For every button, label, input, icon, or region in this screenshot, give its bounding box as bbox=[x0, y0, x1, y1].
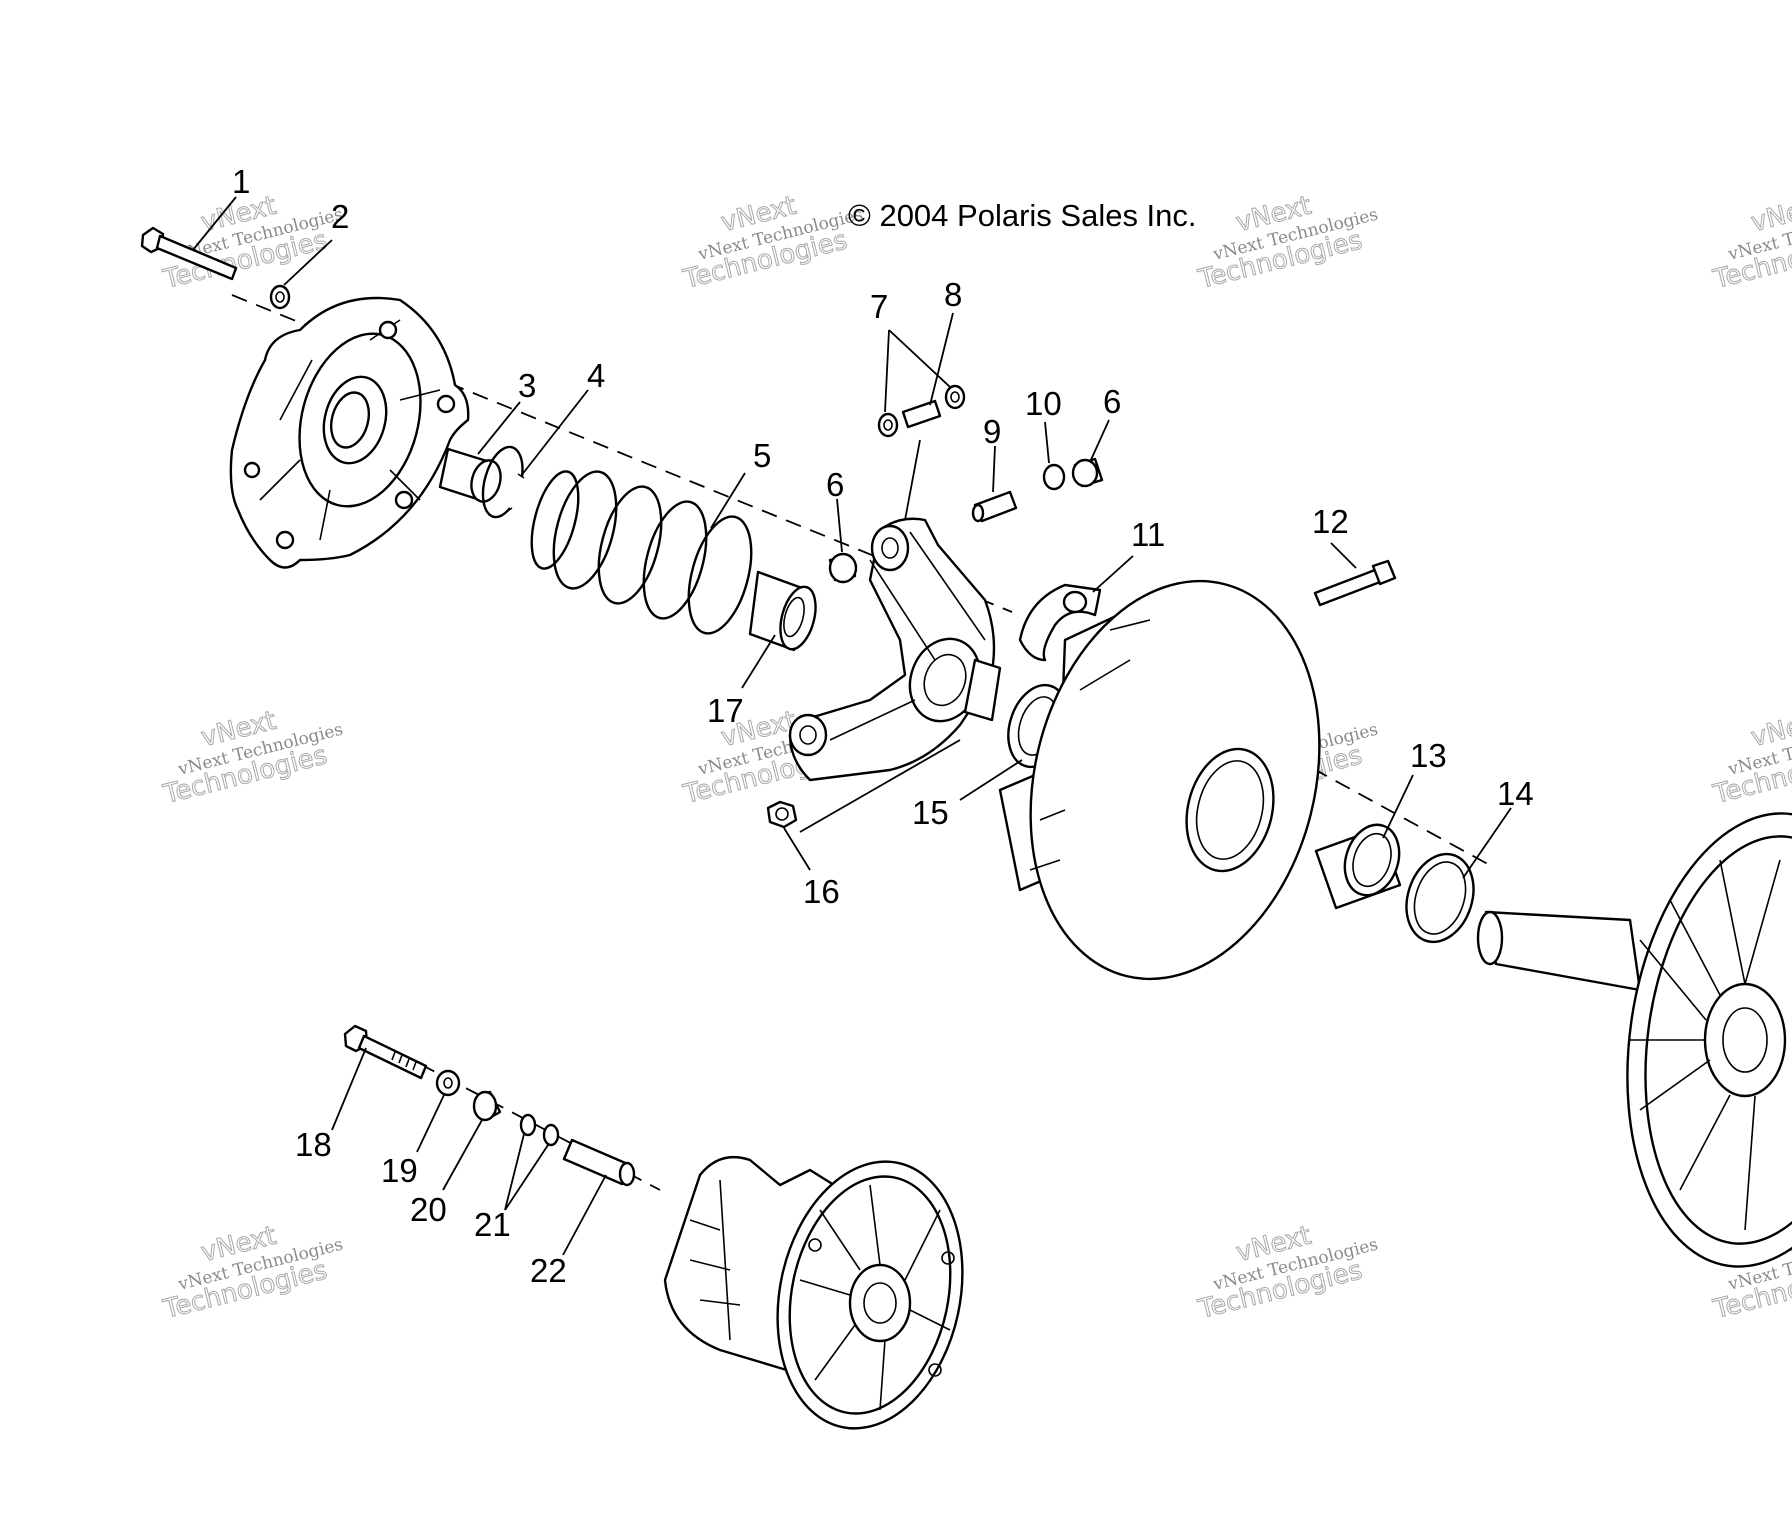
callout-22: 22 bbox=[530, 1252, 567, 1289]
callout-19: 19 bbox=[381, 1152, 418, 1189]
leader-lines bbox=[192, 196, 1512, 1256]
part-roller-right bbox=[1071, 457, 1104, 488]
callout-4: 4 bbox=[587, 357, 605, 394]
callout-17: 17 bbox=[707, 692, 744, 729]
callout-7: 7 bbox=[870, 288, 888, 325]
callout-5: 5 bbox=[753, 437, 771, 474]
part-roller-pin bbox=[877, 384, 966, 438]
part-ring bbox=[1405, 852, 1475, 944]
watermark: vNext vNext Technologies Technologies bbox=[1709, 190, 1792, 295]
callout-13: 13 bbox=[1410, 737, 1447, 774]
callout-12: 12 bbox=[1312, 503, 1349, 540]
part-bolt-lower bbox=[343, 1024, 428, 1080]
callout-21: 21 bbox=[474, 1206, 511, 1243]
callout-9: 9 bbox=[983, 413, 1001, 450]
part-roller-left bbox=[828, 552, 858, 584]
part-cover bbox=[229, 296, 470, 569]
part-spider-cup bbox=[748, 570, 817, 652]
part-pin bbox=[971, 490, 1018, 523]
part-fixed-sheave bbox=[1476, 812, 1792, 1268]
callout-14: 14 bbox=[1497, 775, 1534, 812]
part-moveable-sheave bbox=[998, 579, 1321, 981]
callout-6a: 6 bbox=[826, 466, 844, 503]
watermark: vNext vNext Technologies Technologies bbox=[679, 190, 865, 295]
part-lower-bushing bbox=[472, 1090, 502, 1122]
callout-15: 15 bbox=[912, 794, 949, 831]
part-o-rings bbox=[519, 1113, 560, 1147]
part-lower-washer bbox=[435, 1069, 461, 1097]
watermark: vNext vNext Technologies Technologies bbox=[1194, 1220, 1380, 1325]
callout-11: 11 bbox=[1131, 516, 1165, 553]
part-shift-weight bbox=[1018, 583, 1102, 662]
callouts: 1 2 3 4 5 6 6 7 8 9 10 11 12 13 14 15 16… bbox=[232, 163, 1534, 1289]
watermark: vNext vNext Technologies Technologies bbox=[159, 1220, 345, 1325]
watermark: vNext vNext Technologies Technologies bbox=[159, 705, 345, 810]
callout-18: 18 bbox=[295, 1126, 332, 1163]
callout-8: 8 bbox=[944, 276, 962, 313]
callout-16: 16 bbox=[803, 873, 840, 910]
watermark: vNext vNext Technologies Technologies bbox=[1709, 705, 1792, 810]
part-bushing bbox=[438, 447, 502, 503]
copyright-notice: © 2004 Polaris Sales Inc. bbox=[848, 198, 1197, 233]
callout-10: 10 bbox=[1025, 385, 1062, 422]
part-sleeve bbox=[562, 1138, 636, 1187]
part-sheave-bolt bbox=[1313, 559, 1397, 607]
watermark: vNext vNext Technologies Technologies bbox=[1194, 190, 1380, 295]
part-spider-arm bbox=[788, 517, 1002, 782]
callout-1: 1 bbox=[232, 163, 250, 200]
part-washer bbox=[269, 284, 291, 310]
part-assembled-clutch bbox=[663, 1155, 964, 1430]
assembly-axis-lower bbox=[419, 1063, 661, 1191]
part-bolt bbox=[140, 226, 238, 281]
callout-3: 3 bbox=[518, 367, 536, 404]
part-spring bbox=[530, 470, 753, 635]
callout-20: 20 bbox=[410, 1191, 447, 1228]
callout-6b: 6 bbox=[1103, 383, 1121, 420]
part-bushing-large bbox=[1314, 823, 1402, 910]
callout-2: 2 bbox=[331, 198, 349, 235]
part-nut bbox=[766, 800, 798, 829]
part-spacer-washer bbox=[1042, 463, 1066, 491]
